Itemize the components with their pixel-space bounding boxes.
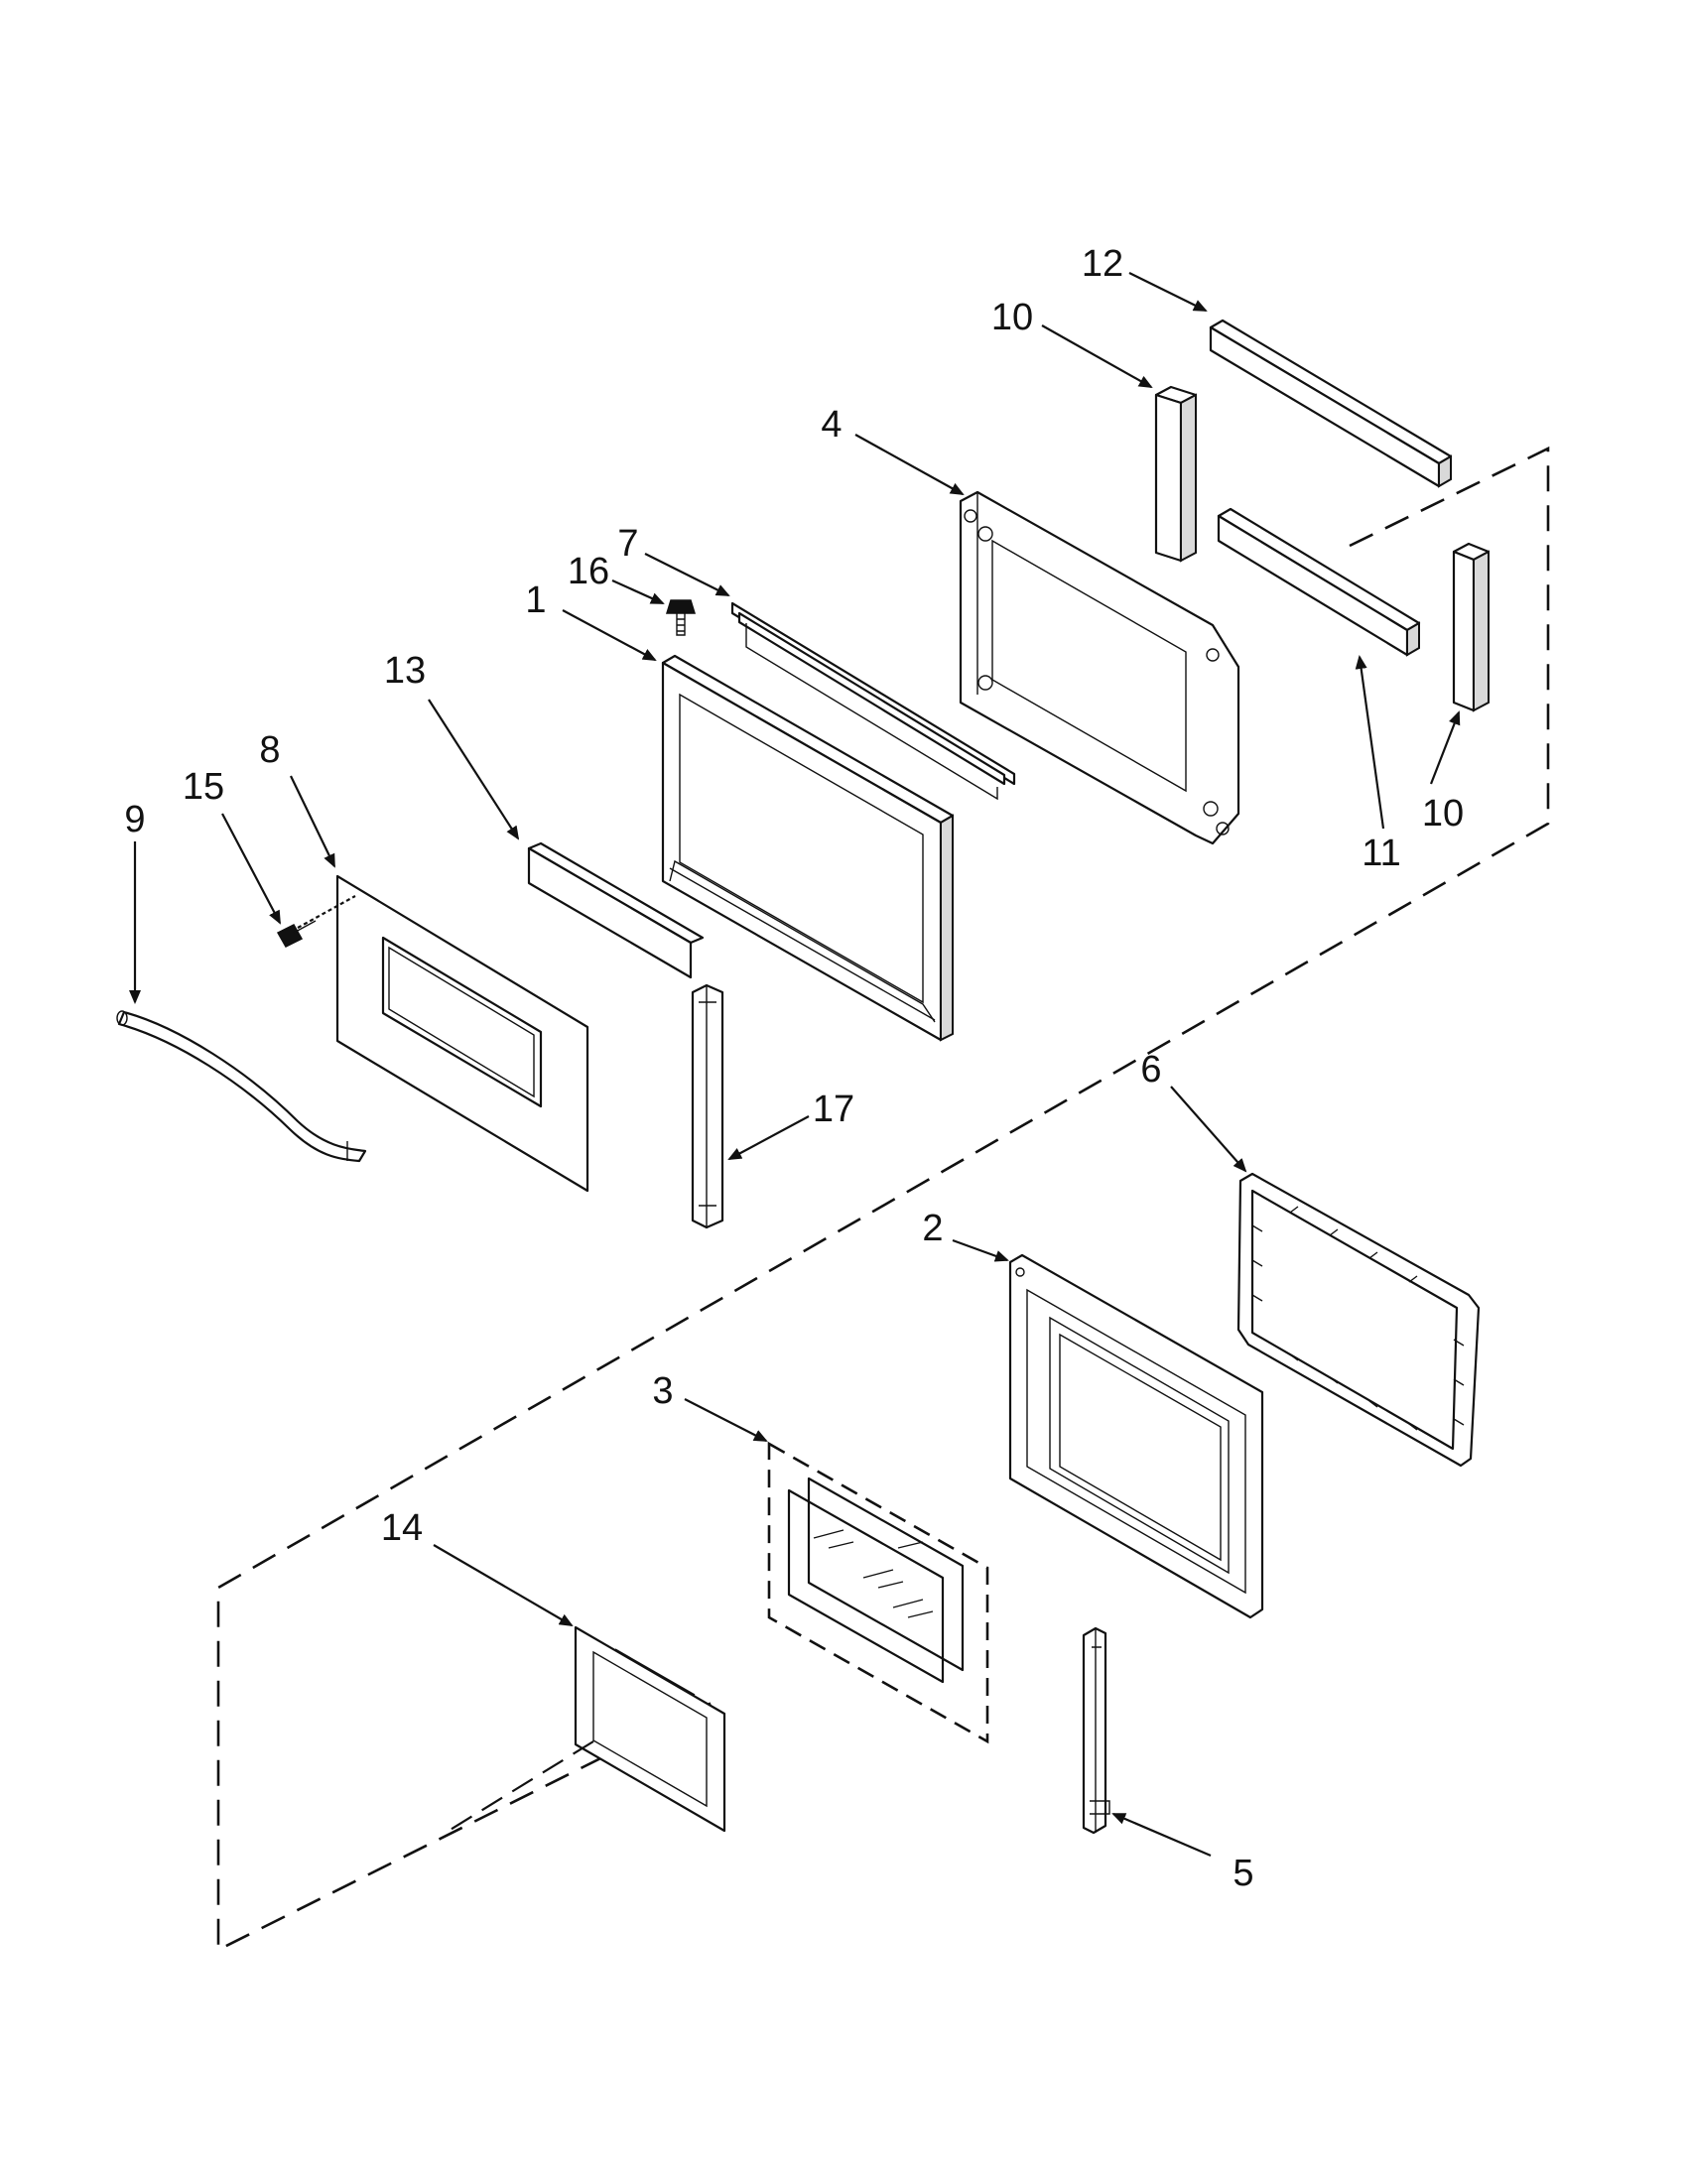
part-7-channel xyxy=(730,601,1016,801)
callout-16: 16 xyxy=(568,551,609,592)
leader-16 xyxy=(611,578,665,605)
callout-8: 8 xyxy=(259,729,280,771)
callout-12: 12 xyxy=(1082,243,1123,285)
part-17-bracket xyxy=(691,983,724,1229)
part-5-hinge-bracket xyxy=(1082,1626,1110,1835)
callout-13: 13 xyxy=(384,650,426,692)
leader-8 xyxy=(290,775,335,868)
part-3-glass-pack xyxy=(767,1441,989,1744)
leader-7 xyxy=(644,553,730,596)
part-12-block xyxy=(1209,319,1453,488)
callout-10-upper: 10 xyxy=(991,297,1033,338)
leader-13 xyxy=(428,699,520,840)
leader-3 xyxy=(684,1398,768,1442)
leader-1 xyxy=(562,609,657,661)
leader-4 xyxy=(854,434,965,495)
part-10-upper-block xyxy=(1154,385,1198,563)
part-4-frame xyxy=(959,490,1240,845)
callout-5: 5 xyxy=(1233,1853,1253,1894)
callout-3: 3 xyxy=(652,1370,673,1412)
part-10-lower-block xyxy=(1452,542,1491,712)
leader-12 xyxy=(1128,272,1208,312)
callout-10-lower: 10 xyxy=(1422,793,1464,835)
leader-10-upper xyxy=(1041,324,1153,388)
part-6-gasket xyxy=(1236,1172,1481,1468)
leader-17 xyxy=(727,1115,810,1160)
callout-7: 7 xyxy=(617,523,638,565)
leader-10-lower xyxy=(1429,710,1461,785)
part-9-handle xyxy=(116,1010,367,1163)
part-11-block xyxy=(1217,507,1421,657)
part-15-screw xyxy=(276,920,317,948)
part-13-strip xyxy=(527,841,705,979)
callout-11: 11 xyxy=(1362,833,1400,874)
part-16-screw xyxy=(665,599,697,636)
callout-14: 14 xyxy=(381,1507,423,1549)
leader-11 xyxy=(1355,655,1385,830)
callout-6: 6 xyxy=(1140,1049,1161,1091)
leader-6 xyxy=(1170,1086,1247,1173)
leader-5 xyxy=(1111,1812,1212,1858)
leader-2 xyxy=(952,1238,1009,1262)
callout-2: 2 xyxy=(922,1208,943,1249)
leader-14 xyxy=(433,1544,574,1627)
callout-17: 17 xyxy=(813,1089,854,1130)
callout-15: 15 xyxy=(183,766,224,808)
assembly-boundary xyxy=(216,446,1550,1953)
part-8-outer-door xyxy=(335,874,589,1193)
callout-9: 9 xyxy=(124,799,145,840)
leader-15 xyxy=(221,813,281,925)
callout-1: 1 xyxy=(525,579,546,621)
part-2-inner-frame xyxy=(1008,1253,1264,1619)
part-14-inner-panel xyxy=(574,1625,726,1833)
callout-4: 4 xyxy=(821,404,842,446)
part-1-door-liner xyxy=(661,654,955,1042)
